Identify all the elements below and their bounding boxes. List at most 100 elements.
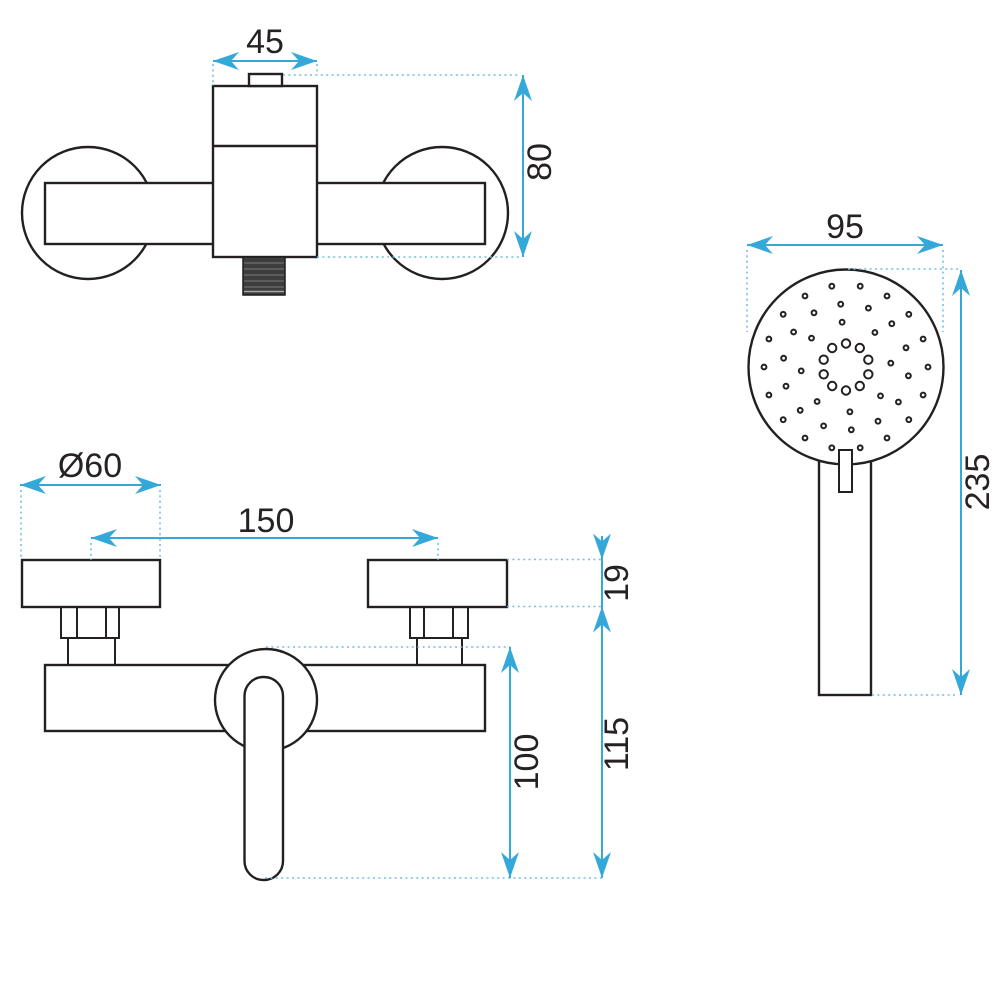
- spray-hole: [905, 416, 913, 424]
- dimension-95: 95: [746, 208, 944, 332]
- spray-hole: [790, 328, 797, 336]
- arrowhead-down: [593, 533, 611, 560]
- arrowhead-left: [747, 236, 773, 254]
- arrowhead-down: [501, 852, 519, 878]
- arrowhead-right: [917, 236, 943, 254]
- dimension-235: 235: [848, 268, 997, 696]
- spray-hole: [828, 444, 836, 452]
- arrowhead-up: [952, 270, 970, 296]
- spray-hole: [797, 367, 805, 375]
- escutcheon-left: [20, 558, 162, 609]
- spray-hole: [865, 304, 872, 312]
- spray-hole: [779, 416, 787, 424]
- spray-hole: [818, 369, 829, 380]
- spray-hole: [905, 310, 913, 318]
- spray-hole: [818, 354, 829, 365]
- arrowhead-down: [952, 669, 970, 695]
- dim-235-label: 235: [959, 454, 997, 511]
- dimension-100: 100: [265, 646, 604, 879]
- dim-45-label: 45: [246, 23, 284, 61]
- spray-hole: [902, 344, 910, 352]
- spray-hole: [874, 417, 882, 425]
- right-inlet: [409, 606, 469, 668]
- spray-hole: [905, 372, 912, 380]
- spray-hole: [779, 310, 787, 318]
- arrowhead-down: [593, 852, 611, 878]
- spray-hole: [808, 334, 815, 342]
- arrowhead-left: [91, 529, 117, 547]
- arrowhead-up: [514, 75, 532, 101]
- threaded-outlet: [242, 256, 286, 296]
- arrowhead-up: [501, 647, 519, 673]
- arrowhead-right: [135, 476, 161, 494]
- faucet-top-view: 45 80: [20, 23, 559, 296]
- mode-switch-button: [838, 449, 853, 493]
- escutcheon-right: [366, 558, 509, 609]
- spray-hole: [827, 380, 838, 392]
- spray-hole: [854, 380, 865, 392]
- spray-hole-pattern: [760, 282, 932, 452]
- spray-hole: [765, 391, 773, 399]
- spray-hole: [846, 408, 854, 416]
- spray-hole: [782, 382, 790, 390]
- spray-hole: [760, 363, 768, 371]
- spray-hole: [919, 391, 927, 399]
- arrowhead-right: [412, 529, 438, 547]
- dim-100-label: 100: [508, 734, 546, 791]
- spray-hole: [883, 292, 891, 300]
- spray-hole: [840, 385, 852, 396]
- dimension-d60: Ø60: [20, 447, 161, 560]
- spray-hole: [780, 354, 787, 362]
- arrowhead-right: [291, 52, 317, 70]
- arrowhead-down: [514, 231, 532, 257]
- dim-19-label: 19: [598, 564, 636, 602]
- spray-hole: [863, 354, 874, 365]
- spray-hole: [820, 422, 827, 430]
- dimension-150: 150: [90, 502, 439, 560]
- spray-hole: [863, 369, 874, 380]
- spray-hole: [924, 363, 932, 371]
- arrowhead-left: [20, 476, 46, 494]
- spray-hole: [828, 282, 836, 290]
- spray-hole: [883, 434, 891, 442]
- spray-hole: [871, 329, 879, 336]
- spray-hole: [887, 359, 895, 367]
- dim-80-label: 80: [521, 143, 559, 181]
- spray-hole: [877, 392, 884, 400]
- handshower-view: 95 235: [746, 208, 997, 697]
- handle-stub: [247, 72, 284, 88]
- connector-right: [416, 637, 463, 668]
- left-inlet: [60, 606, 120, 668]
- spray-hole: [813, 398, 821, 405]
- dimension-19: 19: [507, 533, 636, 878]
- spray-hole: [827, 342, 838, 354]
- dimension-80: 80: [283, 74, 559, 258]
- connector-left: [67, 637, 116, 668]
- faucet-front-view: Ø60 150 19 115: [20, 447, 636, 882]
- spray-hole: [838, 318, 846, 326]
- spray-hole: [801, 292, 809, 300]
- spray-hole: [837, 300, 845, 308]
- spray-hole: [856, 444, 864, 452]
- spray-hole: [854, 342, 865, 354]
- spray-hole: [796, 406, 804, 414]
- dim-150-label: 150: [238, 502, 295, 540]
- mixer-body-top: [211, 84, 319, 259]
- dim-115-label: 115: [598, 717, 636, 771]
- arrowhead-up: [593, 606, 611, 633]
- spray-hole: [801, 434, 809, 442]
- lever-handle: [243, 675, 285, 882]
- dimension-45: 45: [212, 23, 318, 86]
- dim-d60-label: Ø60: [58, 447, 122, 485]
- spray-hole: [810, 309, 818, 317]
- arrowhead-left: [213, 52, 239, 70]
- spray-hole: [765, 335, 773, 343]
- spray-hole: [895, 398, 902, 406]
- spray-hole: [888, 320, 896, 328]
- hex-nut-left: [60, 606, 120, 639]
- spray-hole: [840, 338, 852, 349]
- handshower-head: [747, 268, 945, 466]
- hex-nut-right: [409, 606, 469, 639]
